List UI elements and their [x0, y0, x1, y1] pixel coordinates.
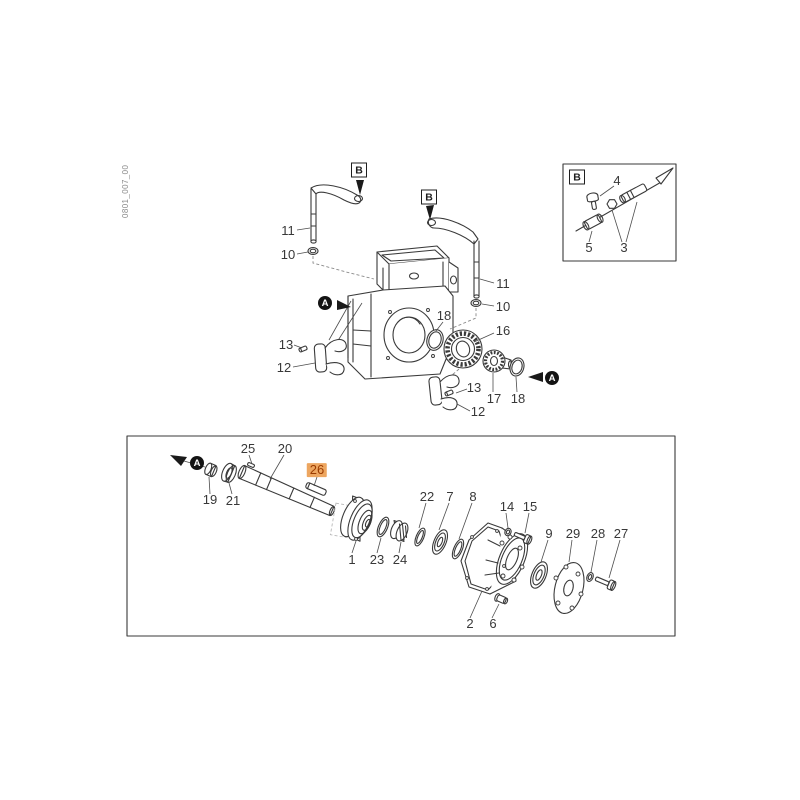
part-label-29: 29	[565, 526, 581, 542]
bushing-19	[203, 462, 218, 478]
dipstick-rod-center	[428, 218, 482, 329]
ref-badge-a-3: A	[318, 296, 332, 310]
gear-17	[483, 350, 513, 372]
cover-disc-29	[549, 559, 589, 616]
part-label-3: 3	[620, 240, 628, 256]
leader-lines-panel	[209, 455, 620, 618]
part-label-19: 19	[202, 492, 218, 508]
part-label-2: 2	[466, 616, 474, 632]
part-label-9: 9	[545, 526, 553, 542]
part-label-18: 18	[510, 391, 526, 407]
ref-badge-a-4: A	[545, 371, 559, 385]
bolt-27	[594, 574, 617, 591]
part-label-21: 21	[225, 493, 241, 509]
part-label-27: 27	[613, 526, 629, 542]
ref-badge-b-0: B	[351, 162, 367, 178]
shim-22	[413, 527, 427, 547]
part-label-10: 10	[280, 247, 296, 263]
shift-fork-left	[299, 301, 362, 375]
gear-16	[444, 330, 482, 368]
o-ring-18-right	[508, 356, 526, 377]
ref-badge-b-1: B	[421, 189, 437, 205]
part-label-6: 6	[489, 616, 497, 632]
shaft-20	[237, 464, 336, 516]
o-ring-23	[375, 516, 391, 539]
arrow-b-center	[426, 205, 434, 220]
part-label-7: 7	[446, 489, 454, 505]
part-label-15: 15	[522, 499, 538, 515]
arrow-a-left	[337, 300, 351, 310]
housing-2	[461, 523, 534, 594]
part-label-24: 24	[392, 552, 408, 568]
o-ring-18-left	[424, 328, 445, 353]
crankcase-body	[348, 246, 458, 379]
bearing-7	[429, 528, 450, 557]
dipstick-rod-left	[308, 185, 374, 279]
bolt-15	[513, 530, 533, 545]
part-label-5: 5	[585, 240, 593, 256]
detail-panel	[127, 436, 675, 636]
part-label-12: 12	[470, 404, 486, 420]
part-label-11: 11	[281, 223, 295, 239]
seal-21	[219, 462, 238, 485]
part-label-11: 11	[496, 276, 510, 292]
splined-bush-24	[388, 519, 410, 543]
part-label-13: 13	[278, 337, 294, 353]
part-label-4: 4	[613, 173, 621, 189]
ring-8	[450, 538, 466, 561]
part-label-13: 13	[466, 380, 482, 396]
part-label-1: 1	[348, 552, 356, 568]
part-label-18: 18	[436, 308, 452, 324]
leader-lines-upper	[293, 228, 517, 411]
plug-6	[494, 593, 509, 605]
part-label-22: 22	[419, 489, 435, 505]
part-label-8: 8	[469, 489, 477, 505]
ref-badge-a-5: A	[190, 456, 204, 470]
part-label-28: 28	[590, 526, 606, 542]
arrow-a-right	[528, 372, 543, 382]
part-label-17: 17	[486, 391, 502, 407]
shift-fork-bottom	[429, 369, 460, 410]
washer-28	[585, 572, 594, 583]
washer-14	[504, 527, 512, 536]
part-label-26: 26	[306, 463, 328, 477]
bearing-9	[527, 559, 551, 590]
part-label-10: 10	[495, 299, 511, 315]
key-26	[305, 482, 327, 496]
arrow-b-left	[356, 180, 364, 195]
ref-badge-b-2: B	[569, 169, 585, 185]
part-label-20: 20	[277, 441, 293, 457]
part-label-14: 14	[499, 499, 515, 515]
hub-1	[336, 494, 377, 544]
part-label-23: 23	[369, 552, 385, 568]
part-label-25: 25	[240, 441, 256, 457]
part-label-16: 16	[495, 323, 511, 339]
part-label-12: 12	[276, 360, 292, 376]
